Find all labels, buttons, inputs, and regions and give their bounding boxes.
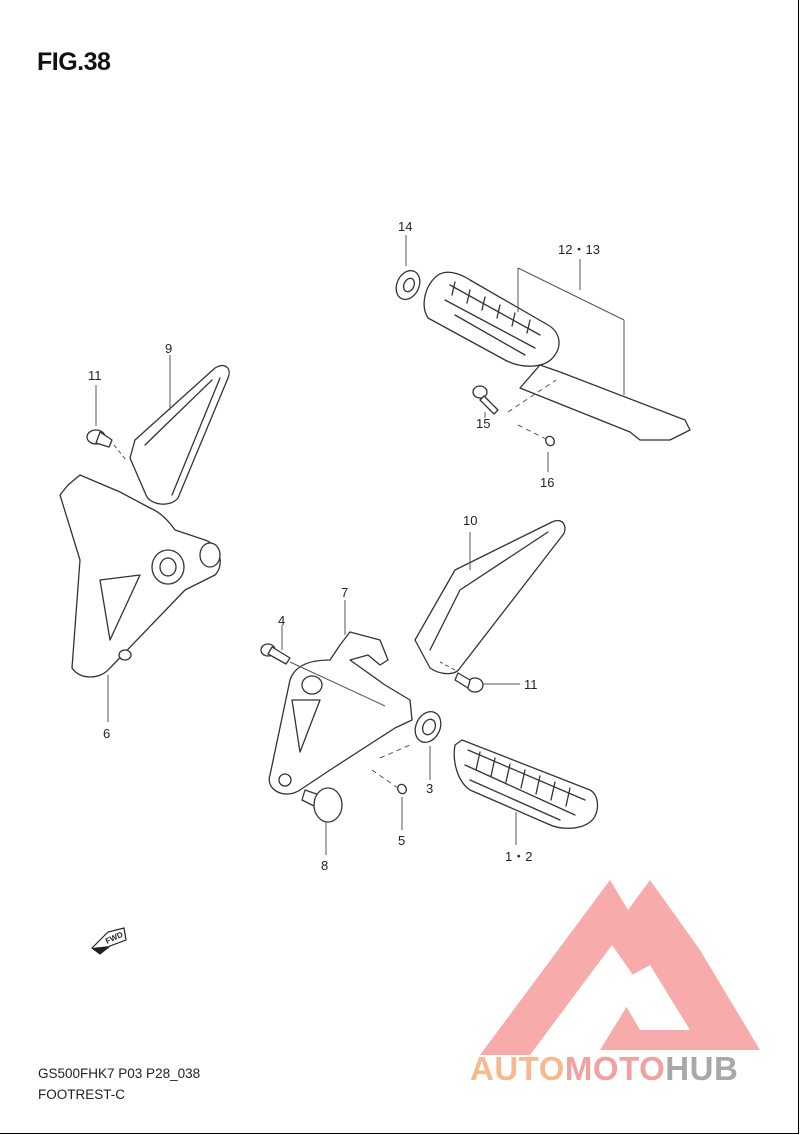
part-11-bolt-right [439, 661, 520, 693]
fwd-arrow-icon: FWD [91, 927, 127, 955]
part-6-bracket-left [59, 474, 221, 722]
part-14-washer [395, 235, 421, 301]
callout-14: 14 [398, 219, 412, 234]
figure-title: FIG.38 [37, 48, 111, 76]
callout-15: 15 [476, 416, 490, 431]
part-16-clip [517, 424, 555, 472]
callout-12-13: 12・13 [558, 242, 600, 257]
callout-11-right: 11 [524, 677, 538, 692]
watermark-logo [480, 880, 760, 1055]
part-1-2-footrest [453, 739, 599, 845]
callout-5: 5 [398, 833, 405, 848]
part-8-bolt [301, 787, 343, 855]
callout-10: 10 [463, 513, 477, 528]
part-10-heel-guard [414, 519, 566, 675]
watermark-part-auto: AUTO [470, 1050, 565, 1087]
callout-7: 7 [341, 585, 348, 600]
callout-6: 6 [103, 726, 110, 741]
part-12-13-footrest [423, 259, 691, 441]
model-code: GS500FHK7 P03 P28_038 [38, 1066, 201, 1081]
part-9-heel-guard [129, 355, 230, 505]
callout-8: 8 [321, 858, 328, 873]
watermark-text: AUTOMOTOHUB [470, 1050, 738, 1088]
part-5-clip [371, 744, 411, 830]
callout-4: 4 [278, 613, 285, 628]
part-3-washer [414, 710, 442, 780]
callout-9: 9 [165, 341, 172, 356]
callout-16: 16 [540, 475, 554, 490]
callout-1-2: 1・2 [505, 849, 532, 864]
part-7-bracket-right [268, 600, 413, 795]
part-11-bolt-left [86, 385, 127, 461]
callout-11-left: 11 [88, 368, 102, 383]
callout-3: 3 [426, 781, 433, 796]
watermark-part-hub: HUB [665, 1050, 739, 1087]
watermark-part-moto: MOTO [564, 1050, 666, 1087]
part-15-pin [472, 379, 557, 418]
section-name: FOOTREST-C [38, 1087, 125, 1102]
part-4-pin [260, 625, 386, 707]
